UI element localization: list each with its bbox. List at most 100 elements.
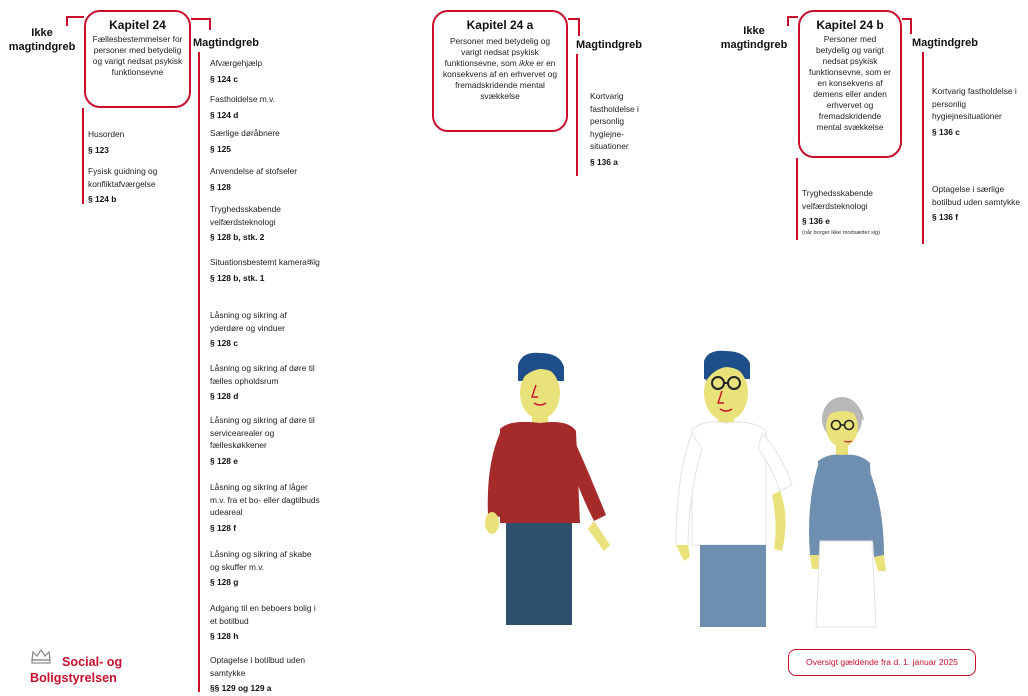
list-item: Særlige døråbnere § 125	[210, 127, 322, 155]
item-label: Særlige døråbnere	[210, 128, 280, 138]
list-item: Låsning og sikring af låger m.v. fra et …	[210, 481, 322, 534]
kap24-title: Kapitel 24	[109, 18, 166, 32]
item-label: Adgang til en beboers bolig i et botilbu…	[210, 603, 316, 626]
kap24a-desc-italic: ikke	[519, 58, 534, 68]
item-label: Fysisk guidning og konfliktafværgelse	[88, 166, 158, 189]
kap24b-left-header-line1: Ikke	[743, 25, 765, 37]
kap24-left-header-line1: Ikke	[31, 27, 53, 39]
item-label: Låsning og sikring af yderdøre og vindue…	[210, 310, 287, 333]
kap24a-box: Kapitel 24 a Personer med betydelig og v…	[432, 10, 568, 132]
item-section: § 128 f	[210, 522, 237, 533]
person-white-shirt	[675, 350, 793, 627]
list-item: Låsning og sikring af døre til servicear…	[210, 414, 322, 467]
person-blue-top	[809, 397, 886, 628]
kap24b-left-header: Ikke magtindgreb	[716, 24, 792, 52]
item-section: § 136 a	[590, 156, 618, 167]
kap24a-desc-before: Personer med betydelig og varigt nedsat …	[444, 36, 551, 68]
person-red-sweater	[485, 352, 610, 625]
kap24a-right-spine	[576, 54, 578, 176]
item-label: Låsning og sikring af døre til fælles op…	[210, 363, 315, 386]
item-section: § 128 c	[210, 338, 238, 348]
list-item: Husorden § 123	[88, 128, 168, 156]
kap24b-left-connector-vert	[787, 16, 789, 26]
item-section: § 136 c	[932, 126, 960, 137]
item-label: Kortvarig fastholdelse i personlig hygie…	[932, 86, 1017, 121]
item-label: Anvendelse af stofseler	[210, 166, 298, 176]
list-item: Kortvarig fastholdelse i personlig hygie…	[590, 90, 652, 168]
kap24b-right-spine	[922, 52, 924, 244]
kap24-right-connector-top	[191, 18, 211, 20]
kap24b-left-header-line2: magtindgreb	[720, 39, 788, 51]
kap24-left-header: Ikke magtindgreb	[6, 26, 78, 54]
kap24-left-connector-top	[66, 16, 84, 18]
item-section: § 128 g	[210, 577, 239, 587]
list-item: Adgang til en beboers bolig i et botilbu…	[210, 602, 322, 643]
kap24-right-connector-vert	[209, 18, 211, 30]
item-section: § 128 b, stk. 2	[210, 232, 265, 242]
logo-line1: Social- og	[62, 655, 123, 669]
item-section: § 124 b	[88, 194, 117, 204]
kap24-desc: Fællesbestemmelser for personer med bety…	[92, 34, 183, 77]
kap24-box: Kapitel 24 Fællesbestemmelser for person…	[84, 10, 191, 108]
list-item: Fastholdelse m.v. § 124 d	[210, 93, 322, 121]
item-label: Låsning og sikring af skabe og skuffer m…	[210, 549, 312, 572]
kap24-right-header: Magtindgreb	[193, 37, 259, 49]
logo-line2: Boligstyrelsen	[30, 671, 117, 685]
item-section: § 128	[210, 181, 231, 192]
item-section: § 128 d	[210, 391, 239, 401]
kap24-right-spine	[198, 52, 200, 692]
list-item: Kortvarig fastholdelse i personlig hygie…	[932, 85, 1028, 138]
item-section: § 124 d	[210, 109, 239, 120]
item-section: § 128 b, stk. 1	[210, 272, 265, 283]
list-item: Tryghedsskabende velfærdsteknologi § 128 …	[210, 203, 322, 244]
list-item: Situationsbestemt kameraकig § 128 b, stk.…	[210, 256, 322, 284]
item-section: § 123	[88, 144, 109, 155]
item-label: Situationsbestemt kameraकig	[210, 257, 320, 267]
item-label: Optagelse i botilbud uden samtykke	[210, 655, 305, 678]
kap24b-title: Kapitel 24 b	[816, 18, 884, 32]
list-item: Låsning og sikring af skabe og skuffer m…	[210, 548, 322, 589]
item-label: Låsning og sikring af låger m.v. fra et …	[210, 482, 320, 517]
kap24a-title: Kapitel 24 a	[466, 18, 534, 32]
kap24-left-spine	[82, 108, 84, 204]
kap24a-right-connector-top	[568, 18, 580, 20]
item-section: § 124 c	[210, 73, 238, 84]
kap24a-desc-after: er en konsekvens af en erhvervet og frem…	[442, 58, 558, 101]
item-section: § 125	[210, 143, 231, 154]
people-illustration	[485, 350, 886, 628]
item-label: Kortvarig fastholdelse i personlig hygie…	[590, 91, 639, 151]
item-section: § 128 e	[210, 455, 238, 466]
item-label: Fastholdelse m.v.	[210, 94, 276, 104]
item-label: Afværgehjælp	[210, 58, 263, 68]
list-item: Låsning og sikring af yderdøre og vindue…	[210, 309, 322, 350]
item-note: (når borger ikke modsætter sig)	[802, 229, 881, 236]
item-section: § 136 e	[802, 216, 830, 226]
item-section: § 136 f	[932, 212, 959, 222]
validity-note: Oversigt gældende fra d. 1. januar 2025	[788, 649, 976, 676]
kap24b-left-spine	[796, 158, 798, 240]
list-item: Tryghedsskabende velfærdsteknologi § 136 …	[802, 187, 912, 237]
kap24-left-header-line2: magtindgreb	[8, 41, 76, 53]
kap24b-right-connector-vert	[910, 18, 912, 34]
crown-icon	[31, 648, 51, 664]
item-label: Husorden	[88, 129, 125, 139]
item-label: Tryghedsskabende velfærdsteknologi	[802, 188, 873, 211]
item-section: §§ 129 og 129 a	[210, 683, 272, 693]
kap24a-right-connector-vert	[578, 18, 580, 36]
kap24b-left-connector-top	[787, 16, 798, 18]
item-label: Optagelse i særlige botilbud uden samtyk…	[932, 184, 1020, 207]
item-label: Låsning og sikring af døre til servicear…	[210, 415, 315, 450]
kap24a-desc: Personer med betydelig og varigt nedsat …	[434, 36, 566, 102]
kap24-left-connector-vert	[66, 16, 68, 26]
list-item: Låsning og sikring af døre til fælles op…	[210, 362, 322, 403]
kap24b-right-connector-top	[902, 18, 912, 20]
list-item: Anvendelse af stofseler § 128	[210, 165, 322, 193]
list-item: Optagelse i botilbud uden samtykke §§ 129…	[210, 654, 322, 695]
kap24a-right-header: Magtindgreb	[576, 39, 642, 51]
list-item: Afværgehjælp § 124 c	[210, 57, 322, 85]
item-section: § 128 h	[210, 631, 239, 641]
item-label: Tryghedsskabende velfærdsteknologi	[210, 204, 281, 227]
kap24b-box: Kapitel 24 b Personer med betydelig og v…	[798, 10, 902, 158]
list-item: Fysisk guidning og konfliktafværgelse § 1…	[88, 165, 168, 206]
list-item: Optagelse i særlige botilbud uden samtyk…	[932, 183, 1028, 224]
